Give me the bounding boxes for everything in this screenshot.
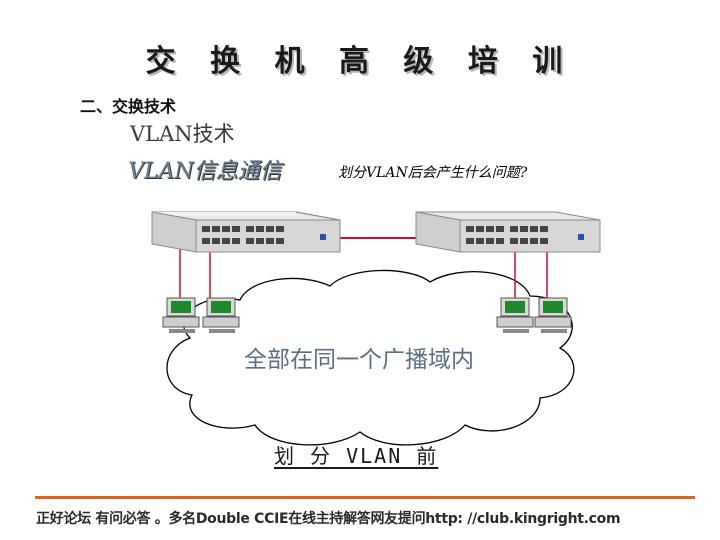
switch-icon — [152, 212, 340, 252]
footer-divider — [35, 496, 695, 499]
footer-text: 正好论坛 有问必答 。多名Double CCIE在线主持解答网友提问http: … — [36, 508, 620, 528]
broadcast-domain-label: 全部在同一个广播域内 — [244, 340, 474, 374]
switch-icon — [416, 212, 600, 252]
diagram-caption: 划 分 VLAN 前 — [274, 440, 438, 469]
